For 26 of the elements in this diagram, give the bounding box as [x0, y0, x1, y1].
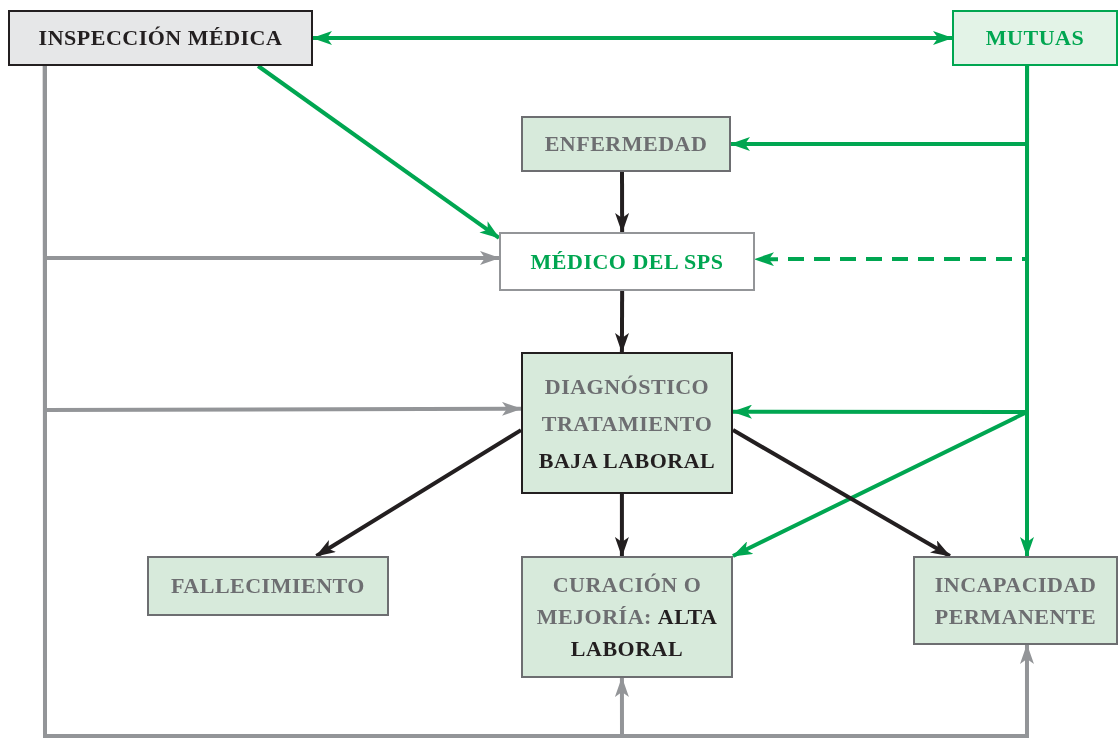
arrow [615, 291, 629, 353]
box-label: INSPECCIÓN MÉDICA [38, 24, 283, 52]
box-label: MÉDICO DEL SPS [530, 247, 724, 276]
box-label: CURACIÓN O MEJORÍA: ALTA LABORAL [535, 571, 719, 663]
arrow [732, 428, 951, 558]
process-box [952, 10, 1118, 66]
arrow [256, 64, 501, 240]
arrow [312, 31, 953, 45]
box-label: BAJA LABORAL [538, 446, 716, 475]
arrow [315, 428, 523, 558]
box-label: FALLECIMIENTO [171, 572, 365, 600]
process-box [8, 10, 313, 66]
box-label: DIAGNÓSTICO [544, 372, 710, 401]
process-box [521, 352, 733, 494]
process-box [521, 116, 731, 172]
arrow [614, 494, 629, 557]
process-box [521, 556, 733, 678]
box-label: ENFERMEDAD [544, 130, 708, 158]
arrow [42, 66, 1034, 738]
process-box [499, 232, 755, 291]
box-label: TRATAMIENTO [541, 409, 713, 438]
process-box [147, 556, 389, 616]
box-label: MUTUAS [985, 24, 1085, 52]
box-label: INCAPACIDAD PERMANENTE [933, 570, 1098, 631]
process-box [913, 556, 1118, 645]
arrow [615, 172, 630, 233]
